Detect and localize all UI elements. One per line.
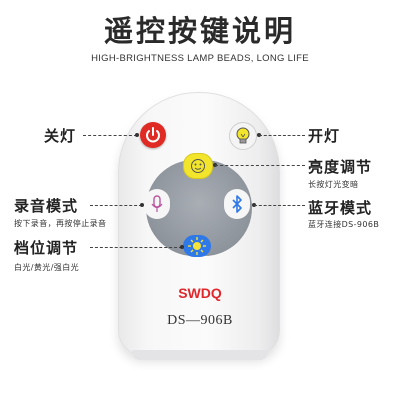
note-gear: 白光/黄光/强白光 xyxy=(14,263,79,272)
label-gear: 档位调节 xyxy=(14,239,79,257)
callout-dot-power xyxy=(135,133,139,137)
note-brightness: 长按灯光变暗 xyxy=(308,180,359,189)
smiley-face-icon xyxy=(191,159,205,173)
callout-dot-gear xyxy=(180,245,184,249)
sun-icon xyxy=(188,237,206,255)
callout-line-record xyxy=(90,205,142,206)
callout-dot-record xyxy=(140,203,144,207)
record-button[interactable] xyxy=(144,189,170,219)
page-subtitle: HIGH-BRIGHTNESS LAMP BEADS, LONG LIFE xyxy=(91,53,309,64)
callout-line-light xyxy=(259,135,305,136)
label-bluetooth: 蓝牙模式 xyxy=(308,199,373,217)
remote-model: DS—906B xyxy=(167,313,233,328)
callout-line-gear xyxy=(90,247,182,248)
gear-button[interactable] xyxy=(183,235,211,257)
brightness-button[interactable] xyxy=(183,153,213,179)
remote-base xyxy=(132,350,268,360)
power-button[interactable] xyxy=(140,122,166,148)
note-bluetooth: 蓝牙连接DS-906B xyxy=(308,220,380,229)
bluetooth-button[interactable] xyxy=(224,189,250,219)
callout-line-bluetooth xyxy=(254,205,305,206)
page-title: 遥控按键说明 xyxy=(103,14,296,48)
callout-line-power xyxy=(83,135,137,136)
lightbulb-icon xyxy=(236,127,250,144)
bluetooth-icon xyxy=(232,195,242,213)
remote-brand: SWDQ xyxy=(178,285,222,301)
label-brightness: 亮度调节 xyxy=(308,158,373,176)
power-icon xyxy=(146,127,160,143)
label-light: 开灯 xyxy=(308,127,341,145)
label-record: 录音模式 xyxy=(14,197,79,215)
light-on-button[interactable] xyxy=(229,122,257,150)
callout-line-brightness xyxy=(215,165,305,166)
microphone-icon xyxy=(151,195,163,212)
note-record: 按下录音，再按停止录音 xyxy=(14,219,107,228)
label-power: 关灯 xyxy=(44,127,77,145)
